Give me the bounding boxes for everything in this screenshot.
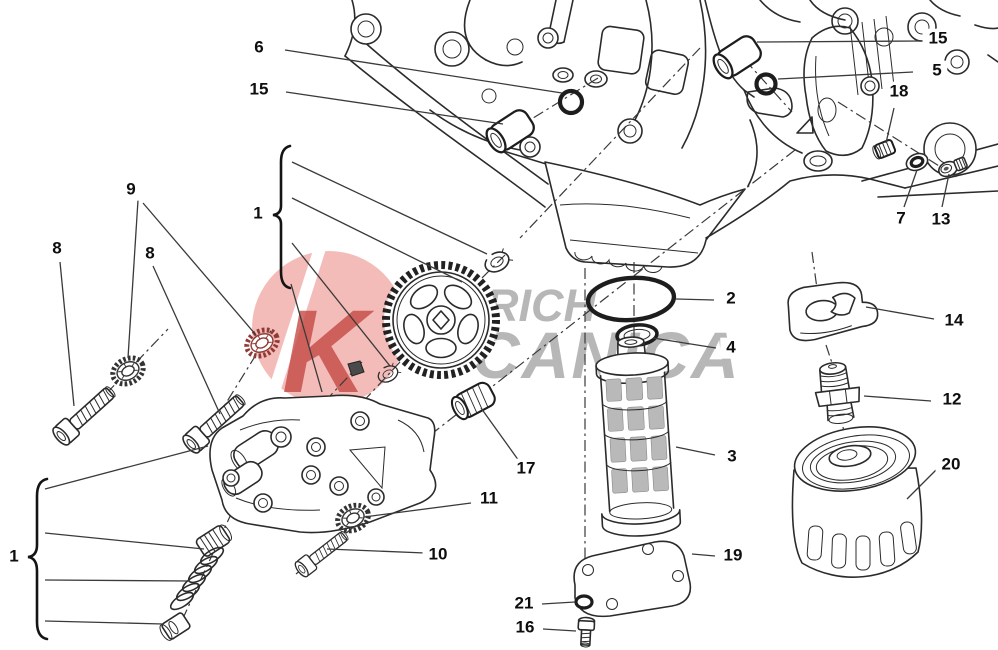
timing-gear-drawing — [382, 261, 500, 379]
callout-1-top: 1 — [247, 203, 269, 225]
oil-pump-drawing — [209, 394, 437, 534]
o-ring-6 — [557, 88, 585, 116]
callout-10: 10 — [422, 544, 454, 566]
oil-strainer-drawing — [595, 336, 682, 537]
plug-bushing-15-right — [708, 31, 766, 84]
callout-17: 17 — [510, 458, 542, 480]
washer-7 — [905, 152, 929, 172]
bypass-valve-drawing — [195, 524, 233, 557]
oil-filter-20 — [791, 426, 923, 578]
callout-13: 13 — [925, 209, 957, 231]
callout-12: 12 — [936, 389, 968, 411]
screw-10 — [292, 526, 353, 580]
valve-plug-drawing — [159, 612, 191, 641]
callout-5: 5 — [926, 60, 948, 82]
woodruff-key — [347, 360, 365, 377]
union-12 — [814, 361, 861, 425]
crankcase-drawing — [344, 0, 998, 273]
toothed-washer-9a — [108, 353, 148, 389]
group-braces — [27, 144, 292, 641]
callout-19: 19 — [717, 545, 749, 567]
callout-16: 16 — [509, 617, 541, 639]
callout-7: 7 — [890, 208, 912, 230]
callout-9: 9 — [120, 179, 142, 201]
callout-4: 4 — [720, 337, 742, 359]
callout-18: 18 — [883, 81, 915, 103]
plate-14 — [787, 281, 879, 342]
bolt-16 — [577, 616, 596, 648]
strainer-mesh — [605, 376, 669, 494]
callout-6: 6 — [248, 37, 270, 59]
callout-11: 11 — [474, 488, 504, 510]
valve-spring-drawing — [169, 546, 225, 611]
callout-20: 20 — [935, 454, 967, 476]
o-ring-21 — [574, 594, 594, 610]
callout-3: 3 — [721, 446, 743, 468]
watermark-text: RICH CANICA — [472, 280, 739, 392]
callout-8-left: 8 — [46, 238, 68, 260]
callout-1-bottom: 1 — [3, 546, 25, 568]
callout-8-right: 8 — [139, 243, 161, 265]
screw-13 — [938, 156, 968, 178]
gasket-19 — [573, 540, 692, 618]
callout-21: 21 — [508, 593, 540, 615]
callout-15-right: 15 — [922, 28, 954, 50]
nut-18 — [872, 139, 897, 160]
callout-2: 2 — [720, 288, 742, 310]
o-ring-2 — [585, 275, 677, 323]
callout-15-left: 15 — [243, 79, 275, 101]
leader-lines — [44, 40, 950, 632]
bushing-17 — [447, 378, 499, 424]
callout-14: 14 — [938, 310, 970, 332]
svg-text:RICH: RICH — [486, 280, 597, 331]
watermark-logo: K — [252, 243, 406, 418]
screw-8-left — [49, 381, 121, 449]
o-ring-5 — [754, 72, 778, 96]
